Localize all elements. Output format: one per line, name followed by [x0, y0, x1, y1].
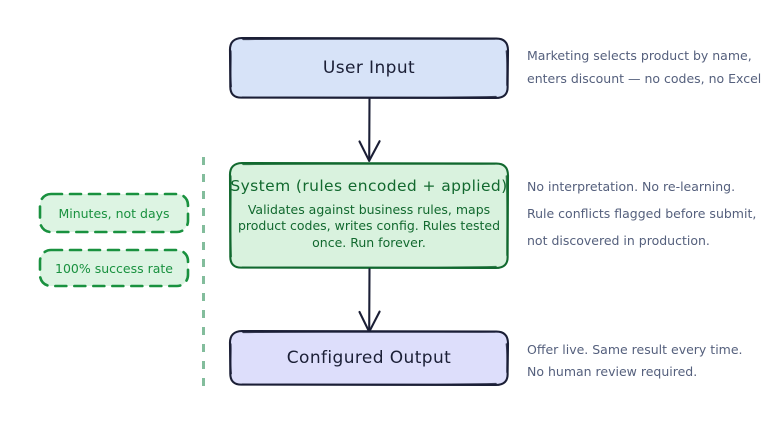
annotation-user-input: Marketing selects product by name, enter… — [527, 44, 761, 90]
annotation-system-line-1: No interpretation. No re-learning. — [527, 179, 736, 194]
annotation-system-line-3: not discovered in production. — [527, 233, 710, 248]
badge-success-rate: 100% success rate — [40, 250, 188, 286]
node-system-subtitle-line-1: Validates against business rules, — [247, 201, 452, 217]
badge-minutes-not-days: Minutes, not days — [40, 194, 188, 232]
annotation-user-input-line-2: enters discount — no codes, no Excel — [527, 71, 762, 86]
badge-minutes-not-days-label: Minutes, not days — [58, 205, 170, 221]
arrow-system-to-output — [358, 267, 381, 333]
node-system-subtitle-line-2: maps product codes, writes config. — [237, 201, 491, 234]
annotation-user-input-line-1: Marketing selects product by name, — [527, 48, 752, 63]
arrow-input-to-system — [358, 97, 381, 162]
node-user-input[interactable]: User Input — [230, 38, 508, 98]
annotation-system: No interpretation. No re-learning. Rule … — [527, 173, 756, 254]
annotation-configured-output: Offer live. Same result every time. No h… — [527, 339, 743, 383]
node-system-subtitle: Validates against business rules, maps p… — [230, 202, 508, 252]
node-user-input-title: User Input — [322, 58, 416, 78]
badge-success-rate-label: 100% success rate — [55, 260, 173, 276]
node-system-title: System (rules encoded + applied) — [230, 176, 508, 195]
annotation-configured-output-line-1: Offer live. Same result every time. — [527, 342, 743, 357]
node-system-subtitle-line-3: Rules tested once. Run forever. — [312, 218, 501, 250]
annotation-configured-output-line-2: No human review required. — [527, 364, 698, 379]
node-configured-output-title: Configured Output — [286, 348, 452, 368]
node-configured-output[interactable]: Configured Output — [230, 331, 508, 385]
node-system[interactable]: System (rules encoded + applied) Validat… — [230, 163, 508, 268]
annotation-system-line-2: Rule conflicts flagged before submit, — [527, 206, 757, 221]
